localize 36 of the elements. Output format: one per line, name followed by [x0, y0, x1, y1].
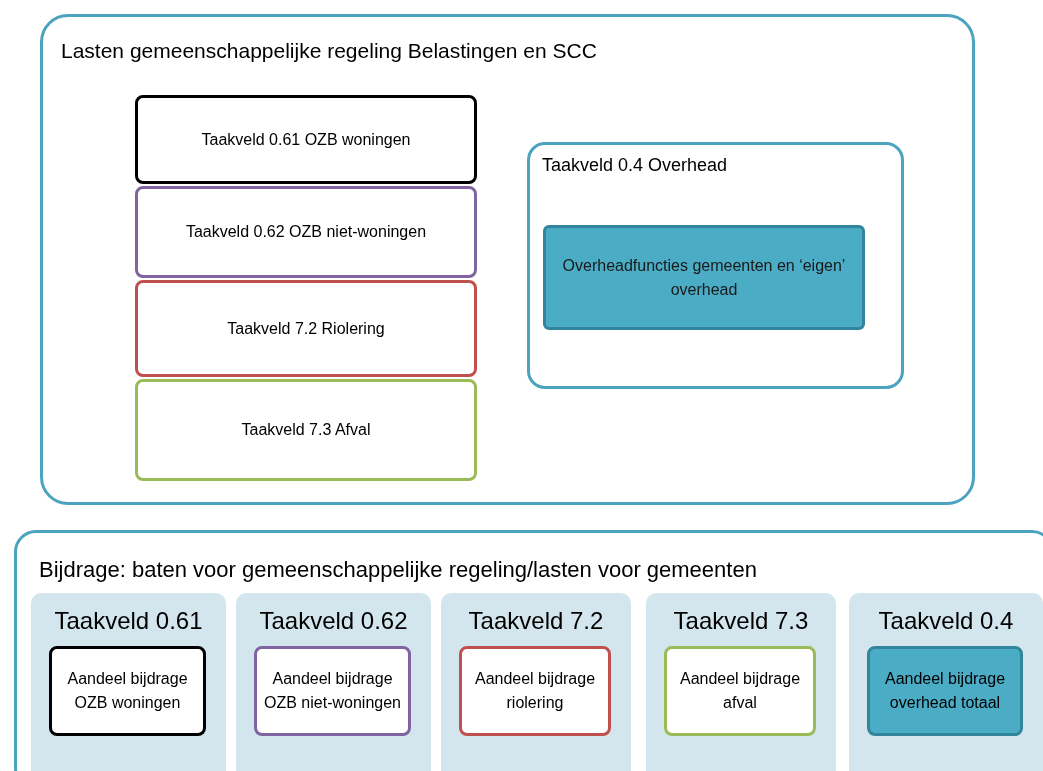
box-label: Aandeel bijdrage overhead totaal: [883, 669, 1007, 713]
share-box: [49, 646, 206, 736]
box-label: Taakveld 0.4: [877, 606, 1015, 636]
box-label: Aandeel bijdrage riolering: [473, 669, 597, 713]
box-label: Aandeel bijdrage OZB niet-woningen: [263, 669, 402, 713]
share-box: [664, 646, 816, 736]
task-panel: [236, 593, 431, 771]
share-box: [459, 646, 611, 736]
box-label: Taakveld 7.3 Afval: [241, 420, 371, 440]
group-panel: [40, 14, 975, 505]
share-box: [867, 646, 1023, 736]
task-panel: [646, 593, 836, 771]
task-box: [135, 379, 477, 481]
task-box: [135, 95, 477, 184]
task-panel: [849, 593, 1043, 771]
box-label: Taakveld 0.4 Overhead: [542, 154, 728, 177]
task-panel: [31, 593, 226, 771]
box-label: Lasten gemeenschappelijke regeling Belastingen en SCC: [61, 38, 597, 64]
box-label: Taakveld 7.3: [672, 606, 810, 636]
overhead-panel: [527, 142, 904, 389]
box-label: Taakveld 0.61 OZB woningen: [201, 129, 411, 150]
box-label: Overheadfuncties gemeenten en ‘eigen’ overhead: [561, 255, 847, 300]
box-label: Taakveld 0.62: [258, 606, 409, 636]
box-label: Taakveld 0.61: [53, 606, 204, 636]
box-label: Taakveld 0.62 OZB niet-woningen: [185, 222, 427, 242]
box-label: Taakveld 7.2 Riolering: [227, 318, 385, 339]
contribution-panel: [14, 530, 1043, 771]
overhead-box: [543, 225, 865, 330]
box-label: Bijdrage: baten voor gemeenschappelijke regeling/lasten voor gemeenten: [39, 556, 757, 584]
task-box: [135, 186, 477, 278]
share-box: [254, 646, 411, 736]
task-box: [135, 280, 477, 377]
box-label: Aandeel bijdrage OZB woningen: [66, 669, 189, 713]
box-label: Taakveld 7.2: [467, 606, 605, 636]
box-label: Aandeel bijdrage afval: [678, 669, 802, 713]
task-panel: [441, 593, 631, 771]
